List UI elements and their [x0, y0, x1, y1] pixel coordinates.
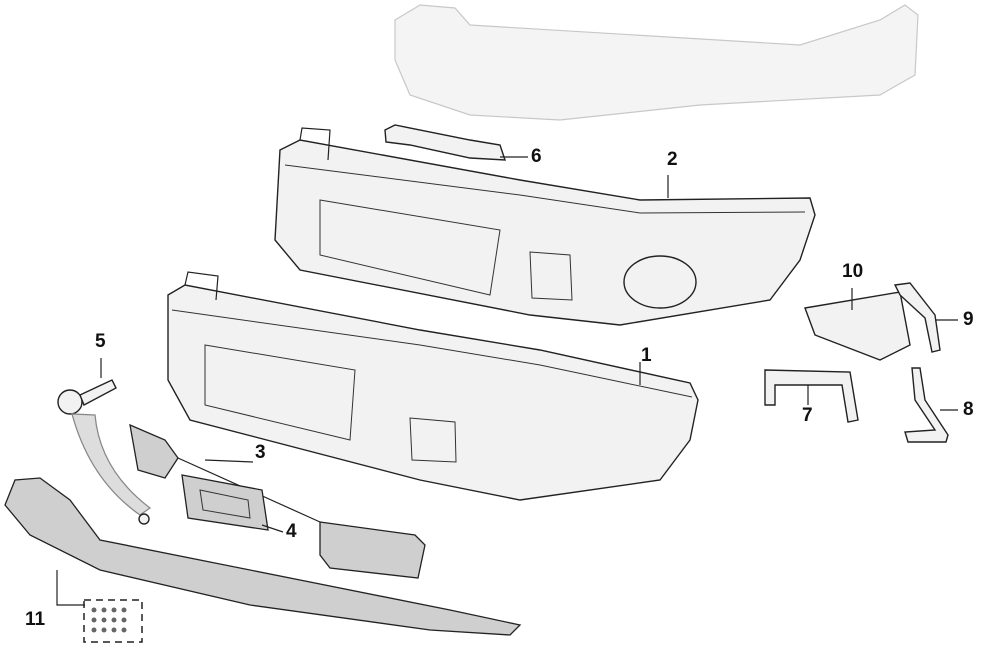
part-11-clips-box [83, 599, 143, 643]
callout-9: 9 [963, 309, 974, 330]
part-9-bracket [893, 282, 941, 353]
part-10-bracket [804, 291, 911, 361]
part-11-air-deflector [4, 477, 522, 636]
part-4-license-bracket [181, 474, 269, 531]
part-3-pad-left [129, 423, 179, 479]
part-5-screw [57, 379, 152, 525]
callout-1: 1 [641, 345, 652, 366]
callout-10: 10 [842, 261, 864, 282]
part-8-bracket [904, 367, 949, 443]
part-2-bumper [274, 127, 816, 326]
part-1-bumper [167, 271, 699, 501]
callout-6: 6 [531, 146, 542, 167]
callout-2: 2 [667, 149, 678, 170]
callout-4: 4 [286, 521, 297, 542]
part-3-pad-right [319, 521, 426, 579]
ghost-bumper-cover [394, 4, 919, 121]
callout-8: 8 [963, 399, 974, 420]
callout-11: 11 [25, 609, 46, 630]
callout-3: 3 [255, 442, 266, 463]
clips [91, 607, 127, 633]
part-6-bracket [384, 124, 506, 161]
callout-7: 7 [802, 405, 813, 426]
part-7-bracket [764, 369, 859, 423]
callout-5: 5 [95, 331, 106, 352]
